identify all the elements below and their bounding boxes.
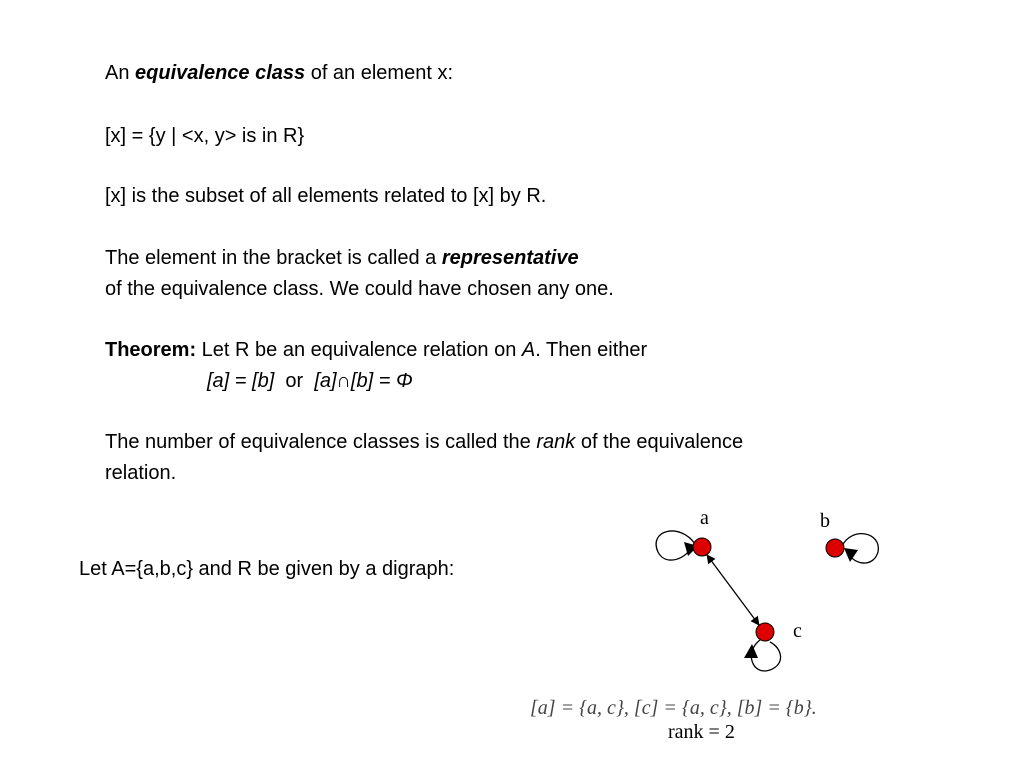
class-formula: [x] = {y | <x, y> is in R} xyxy=(105,125,305,147)
rank-post: of the equivalence xyxy=(575,431,744,453)
edge-a-c xyxy=(706,554,760,626)
node-label-a: a xyxy=(700,507,709,529)
rank-caption: rank = 2 xyxy=(668,721,735,743)
representative-line-2: of the equivalence class. We could have … xyxy=(105,278,614,300)
digraph xyxy=(655,530,879,672)
rank-pre: The number of equivalence classes is cal… xyxy=(105,431,537,453)
node-b xyxy=(825,538,845,558)
theorem-text-post: . Then either xyxy=(535,339,648,361)
theorem-statement: Theorem: Let R be an equivalence relatio… xyxy=(105,338,647,362)
theorem-text-pre: Let R be an equivalence relation on xyxy=(196,339,522,361)
self-loop-b xyxy=(841,533,879,564)
definition-intro: An equivalence class of an element x: xyxy=(105,61,453,85)
node-c xyxy=(755,622,775,642)
rank-definition-line-2: relation. xyxy=(105,462,177,484)
theorem-case-1: [a] = [b] xyxy=(207,370,275,392)
self-loop-a xyxy=(655,530,696,561)
intro-pre: An xyxy=(105,62,136,84)
example-intro: Let A={a,b,c} and R be given by a digrap… xyxy=(79,558,455,580)
subset-sentence: [x] is the subset of all elements relate… xyxy=(105,185,547,207)
term-representative: representative xyxy=(441,247,579,269)
node-a xyxy=(692,537,712,557)
node-label-b: b xyxy=(820,510,830,532)
theorem-case-2: [a]∩[b] = Φ xyxy=(314,370,413,392)
theorem-label: Theorem: xyxy=(105,339,197,361)
term-equivalence-class: equivalence class xyxy=(135,62,306,84)
representative-line-1: The element in the bracket is called a r… xyxy=(105,246,579,270)
classes-caption: [a] = {a, c}, [c] = {a, c}, [b] = {b}. xyxy=(530,697,817,719)
node-label-c: c xyxy=(793,620,802,642)
rank-definition-line-1: The number of equivalence classes is cal… xyxy=(105,430,743,454)
intro-post: of an element x: xyxy=(305,62,454,84)
theorem-set: A xyxy=(521,339,536,361)
term-rank: rank xyxy=(536,431,576,453)
rep-pre: The element in the bracket is called a xyxy=(105,247,442,269)
loop-arrow-c xyxy=(744,644,758,658)
loop-arrow-b xyxy=(844,548,858,562)
theorem-or: or xyxy=(285,370,304,392)
theorem-cases: [a] = [b] or [a]∩[b] = Φ xyxy=(207,369,413,393)
